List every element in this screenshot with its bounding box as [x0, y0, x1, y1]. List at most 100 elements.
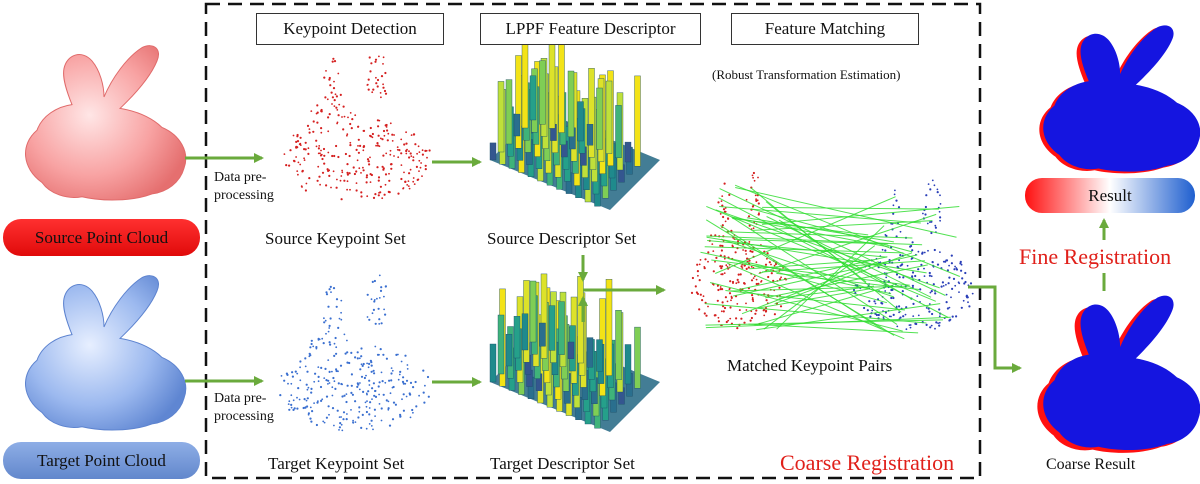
keypoint-dot — [884, 249, 887, 252]
keypoint-dot — [745, 198, 748, 201]
keypoint-dot — [368, 379, 371, 382]
keypoint-dot — [415, 165, 418, 168]
matched-source-cloud — [690, 171, 788, 330]
keypoint-dot — [421, 149, 424, 152]
keypoint-dot — [313, 380, 316, 383]
keypoint-dot — [391, 369, 394, 372]
keypoint-dot — [333, 154, 336, 158]
keypoint-dot — [356, 357, 359, 360]
keypoint-dot — [385, 357, 388, 360]
keypoint-dot — [405, 142, 408, 145]
keypoint-dot — [353, 172, 356, 176]
descriptor-bar — [513, 316, 521, 359]
keypoint-dot — [327, 379, 330, 382]
keypoint-dot — [341, 395, 344, 398]
keypoint-dot — [380, 286, 383, 289]
robust-estimation-note: (Robust Transformation Estimation) — [712, 67, 901, 82]
keypoint-dot — [304, 189, 307, 192]
keypoint-dot — [933, 184, 936, 187]
keypoint-dot — [898, 259, 900, 262]
keypoint-dot — [379, 289, 383, 292]
keypoint-dot — [397, 192, 400, 195]
keypoint-dot — [350, 409, 352, 411]
keypoint-dot — [350, 127, 353, 130]
keypoint-dot — [755, 278, 758, 281]
keypoint-dot — [346, 180, 349, 183]
keypoint-dot — [722, 208, 726, 211]
keypoint-dot — [308, 131, 311, 134]
keypoint-dot — [335, 95, 338, 98]
keypoint-dot — [355, 189, 358, 192]
keypoint-dot — [950, 296, 952, 299]
keypoint-dot — [341, 429, 344, 432]
keypoint-dot — [936, 191, 939, 194]
keypoint-dot — [328, 382, 331, 384]
keypoint-dot — [332, 170, 335, 173]
keypoint-dot — [751, 297, 754, 299]
descriptor-bar — [548, 39, 556, 129]
keypoint-dot — [931, 312, 934, 316]
keypoint-dot — [723, 306, 727, 310]
keypoint-dot — [728, 193, 731, 196]
keypoint-dot — [320, 366, 323, 369]
keypoint-dot — [329, 285, 332, 288]
keypoint-dot — [306, 388, 309, 391]
keypoint-dot — [923, 251, 926, 254]
match-line — [706, 236, 927, 274]
keypoint-dot — [931, 261, 934, 264]
keypoint-dot — [358, 410, 361, 413]
descriptor-bar — [605, 279, 613, 376]
descriptor-bar — [605, 80, 613, 154]
keypoint-dot — [351, 393, 354, 396]
keypoint-dot — [304, 357, 307, 360]
keypoint-dot — [871, 309, 874, 312]
match-line — [741, 261, 879, 315]
keypoint-dot — [343, 333, 346, 336]
keypoint-dot — [373, 279, 376, 283]
keypoint-dot — [309, 406, 312, 409]
keypoint-dot — [701, 299, 704, 302]
keypoint-dot — [714, 260, 716, 263]
keypoint-dot — [378, 297, 381, 299]
match-line — [725, 231, 913, 239]
keypoint-dot — [344, 152, 347, 156]
matched-keypoint-pairs-label: Matched Keypoint Pairs — [727, 356, 893, 375]
keypoint-dot — [315, 423, 318, 427]
keypoint-dot — [311, 410, 314, 413]
keypoint-dot — [420, 162, 422, 164]
result-pill — [1025, 178, 1195, 213]
keypoint-dot — [327, 405, 330, 408]
keypoint-dot — [717, 201, 720, 204]
match-line — [705, 219, 895, 336]
keypoint-dot — [377, 385, 380, 388]
keypoint-dot — [399, 415, 402, 418]
keypoint-dot — [909, 326, 912, 329]
keypoint-dot — [424, 168, 427, 171]
keypoint-dot — [325, 70, 327, 72]
keypoint-dot — [337, 382, 340, 385]
keypoint-dot — [743, 264, 746, 267]
keypoint-dot — [306, 405, 309, 408]
keypoint-dot — [697, 274, 699, 277]
keypoint-dot — [372, 382, 375, 385]
keypoint-dot — [723, 257, 726, 260]
keypoint-dot — [324, 367, 327, 370]
keypoint-dot — [357, 125, 360, 128]
descriptor-bar — [539, 322, 546, 347]
keypoint-dot — [365, 181, 368, 184]
keypoint-dot — [341, 116, 343, 118]
keypoint-dot — [373, 300, 376, 303]
keypoint-dot — [321, 398, 324, 401]
keypoint-dot — [417, 178, 420, 181]
keypoint-dot — [368, 160, 370, 163]
keypoint-dot — [896, 325, 899, 328]
descriptor-bar — [586, 337, 594, 368]
keypoint-dot — [367, 78, 370, 81]
keypoint-dot — [736, 278, 739, 281]
keypoint-dot — [310, 339, 313, 342]
keypoint-dot — [382, 63, 384, 65]
descriptor-bar — [615, 105, 622, 159]
match-line — [725, 290, 905, 311]
keypoint-dot — [346, 134, 348, 137]
keypoint-dot — [355, 170, 358, 173]
